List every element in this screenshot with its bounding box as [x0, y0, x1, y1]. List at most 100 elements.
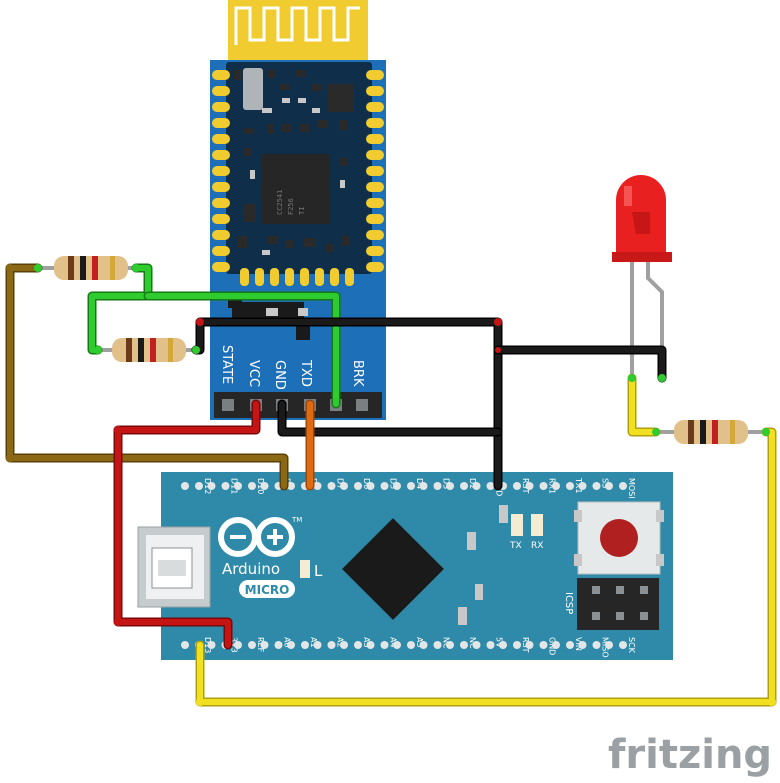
hm10-smd-caps	[250, 98, 345, 255]
hm10-pad	[366, 70, 384, 80]
arduino-pin-top	[234, 482, 242, 490]
hm10-header-pin	[222, 399, 234, 411]
hm10-pad	[212, 230, 230, 240]
arduino-bottom-pin-label: NC	[468, 637, 477, 649]
hm10-pin-label-vcc: VCC	[246, 360, 261, 387]
hm10-pad	[366, 246, 384, 256]
wire-black-hm10-gnd	[279, 401, 501, 435]
arduino-pin-top	[313, 482, 322, 490]
red-led	[612, 175, 672, 378]
hm10-pad	[212, 70, 230, 80]
arduino-bottom-pin-label: D13	[203, 637, 212, 653]
arduino-pin-bottom	[340, 641, 348, 649]
arduino-bottom-pin-label: SCK	[627, 637, 636, 654]
hm10-pad	[366, 150, 384, 160]
smd-cap-2	[467, 532, 476, 550]
hm10-pin-label-state: STATE	[219, 345, 234, 384]
hm10-pad	[212, 150, 230, 160]
hm10-pad	[212, 198, 230, 208]
arduino-pin-bottom	[433, 641, 442, 649]
arduino-pin-bottom	[207, 641, 216, 649]
arduino-bottom-pin-label: A1	[309, 637, 318, 648]
arduino-bottom-pin-label: MISO	[601, 637, 610, 658]
hm10-pad	[212, 118, 230, 128]
hm10-pin-label-brk: BRK	[350, 360, 365, 387]
arduino-pin-top	[393, 482, 401, 490]
arduino-pin-bottom	[460, 641, 468, 649]
arduino-pin-top	[619, 482, 627, 490]
arduino-pin-top	[287, 482, 295, 490]
reset-button-housing	[577, 501, 661, 575]
arduino-pin-bottom	[301, 641, 309, 649]
arduino-pin-top	[472, 482, 481, 490]
arduino-pin-top	[460, 482, 468, 490]
wire-black-led-gnd	[495, 347, 665, 381]
wire-red-vcc	[115, 401, 259, 648]
hm10-pad	[330, 268, 339, 286]
arduino-pin-top	[525, 482, 534, 490]
wire-endpoints	[6, 264, 776, 706]
arduino-top-pin-label: TX1	[574, 477, 583, 493]
arduino-pin-bottom	[366, 641, 375, 649]
arduino-bottom-pin-label: 5V	[495, 637, 504, 648]
hm10-chip-line-3: TI	[298, 207, 306, 215]
icsp-pins	[592, 586, 648, 620]
reset-button[interactable]	[600, 519, 638, 557]
arduino-pin-bottom	[446, 641, 454, 649]
hm10-pad	[212, 246, 230, 256]
arduino-top-pin-label: D7	[336, 478, 345, 489]
arduino-pin-bottom	[393, 641, 401, 649]
hm10-pad	[240, 268, 249, 286]
arduino-top-pin-label: D10	[256, 478, 265, 494]
arduino-pin-top	[486, 482, 495, 490]
hm10-module: CC2541 F256 TI	[210, 0, 386, 420]
hm10-pad	[366, 166, 384, 176]
arduino-pin-bottom	[354, 641, 362, 649]
hm10-pad	[212, 166, 230, 176]
hm10-castellated-pads-right	[366, 70, 384, 272]
hm10-castellated-pads-bottom	[240, 268, 354, 286]
hm10-chip-line-1: CC2541	[276, 190, 284, 215]
arduino-pin-top	[592, 482, 601, 490]
hm10-pad	[212, 182, 230, 192]
arduino-top-pin-label: D6	[362, 478, 371, 489]
arduino-top-pin-label: D4	[415, 478, 424, 489]
arduino-top-pin-label: D2	[468, 478, 477, 489]
wire-yellow-led	[629, 375, 659, 435]
hm10-pad	[366, 134, 384, 144]
arduino-bottom-pin-label: 3V3	[230, 637, 239, 653]
hm10-pad	[212, 102, 230, 112]
arduino-pin-bottom	[234, 641, 242, 649]
icsp-header	[577, 578, 659, 630]
micro-badge	[239, 580, 295, 598]
hm10-pad	[255, 268, 264, 286]
hm10-pad	[366, 102, 384, 112]
l-led	[300, 560, 310, 578]
hm10-pad	[366, 214, 384, 224]
hm10-pin-label-gnd: GND	[272, 360, 287, 390]
arduino-pin-bottom	[274, 641, 283, 649]
arduino-top-pin-label: MOSI	[627, 478, 636, 499]
arduino-pin-top	[380, 482, 389, 490]
arduino-pin-top	[340, 482, 348, 490]
arduino-pin-top	[181, 482, 189, 490]
arduino-pin-bottom	[287, 641, 295, 649]
arduino-top-pin-label: SS	[601, 478, 610, 488]
hm10-pad	[366, 118, 384, 128]
arduino-pin-top	[221, 482, 230, 490]
arduino-pin-top	[419, 482, 428, 490]
arduino-pin-bottom	[499, 641, 507, 649]
arduino-pin-bottom	[486, 641, 495, 649]
smd-cap-3	[458, 607, 467, 625]
l-led-label: L	[314, 562, 323, 580]
hm10-pad	[285, 268, 294, 286]
arduino-pin-bottom	[181, 641, 189, 649]
arduino-pin-top	[566, 482, 574, 490]
arduino-bottom-pin-label: A4	[389, 637, 398, 648]
arduino-pin-bottom	[407, 641, 415, 649]
arduino-pin-bottom	[313, 641, 322, 649]
wire-green-rxd	[145, 293, 339, 407]
hm10-pin-labels: STATE VCC GND TXD BRK	[219, 345, 365, 390]
